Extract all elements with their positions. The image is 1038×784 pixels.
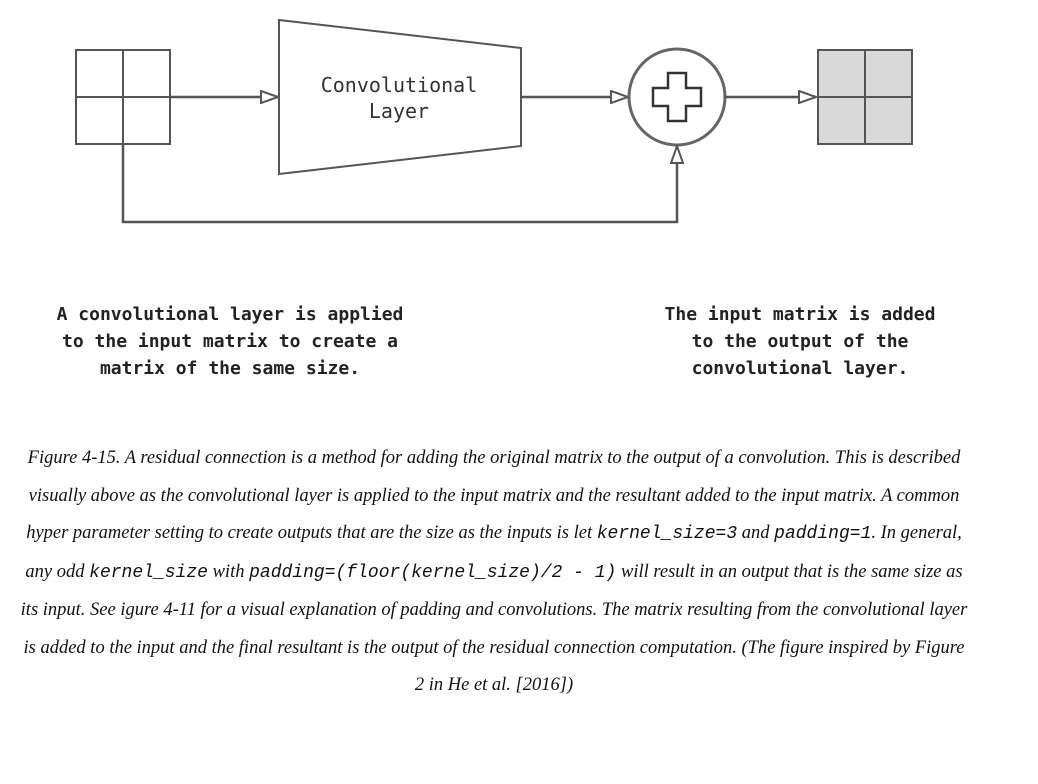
note-convolution: A convolutional layer is applied to the …	[56, 304, 404, 379]
caption-text: and	[737, 523, 775, 543]
input-matrix	[75, 49, 171, 145]
caption-text: . In general, any odd	[25, 523, 962, 582]
residual-connection-diagram: Convolutional Layer	[75, 18, 913, 224]
plus-icon	[651, 71, 703, 123]
caption-code-kernel-size-odd: kernel_size	[89, 562, 208, 583]
output-matrix	[817, 49, 913, 145]
caption-code-padding-formula: padding=(floor(kernel_size)/2 - 1)	[249, 562, 617, 583]
convolutional-layer: Convolutional Layer	[278, 18, 522, 176]
caption-code-padding: padding=1	[774, 524, 872, 544]
conv-layer-label-line1: Convolutional	[321, 73, 478, 97]
conv-layer-label-line2: Layer	[369, 99, 429, 123]
figure-caption: Figure 4-15. A residual connection is a …	[18, 440, 970, 705]
add-node	[627, 47, 727, 147]
caption-text: will result in an output that is the sam…	[20, 561, 968, 696]
skip-connection-arrow	[121, 144, 677, 224]
caption-text: Figure 4-15. A residual connection is a …	[26, 448, 961, 543]
caption-text: with	[207, 561, 250, 582]
caption-code-kernel-size: kernel_size=3	[596, 524, 738, 544]
note-addition: The input matrix is added to the output …	[664, 304, 936, 379]
